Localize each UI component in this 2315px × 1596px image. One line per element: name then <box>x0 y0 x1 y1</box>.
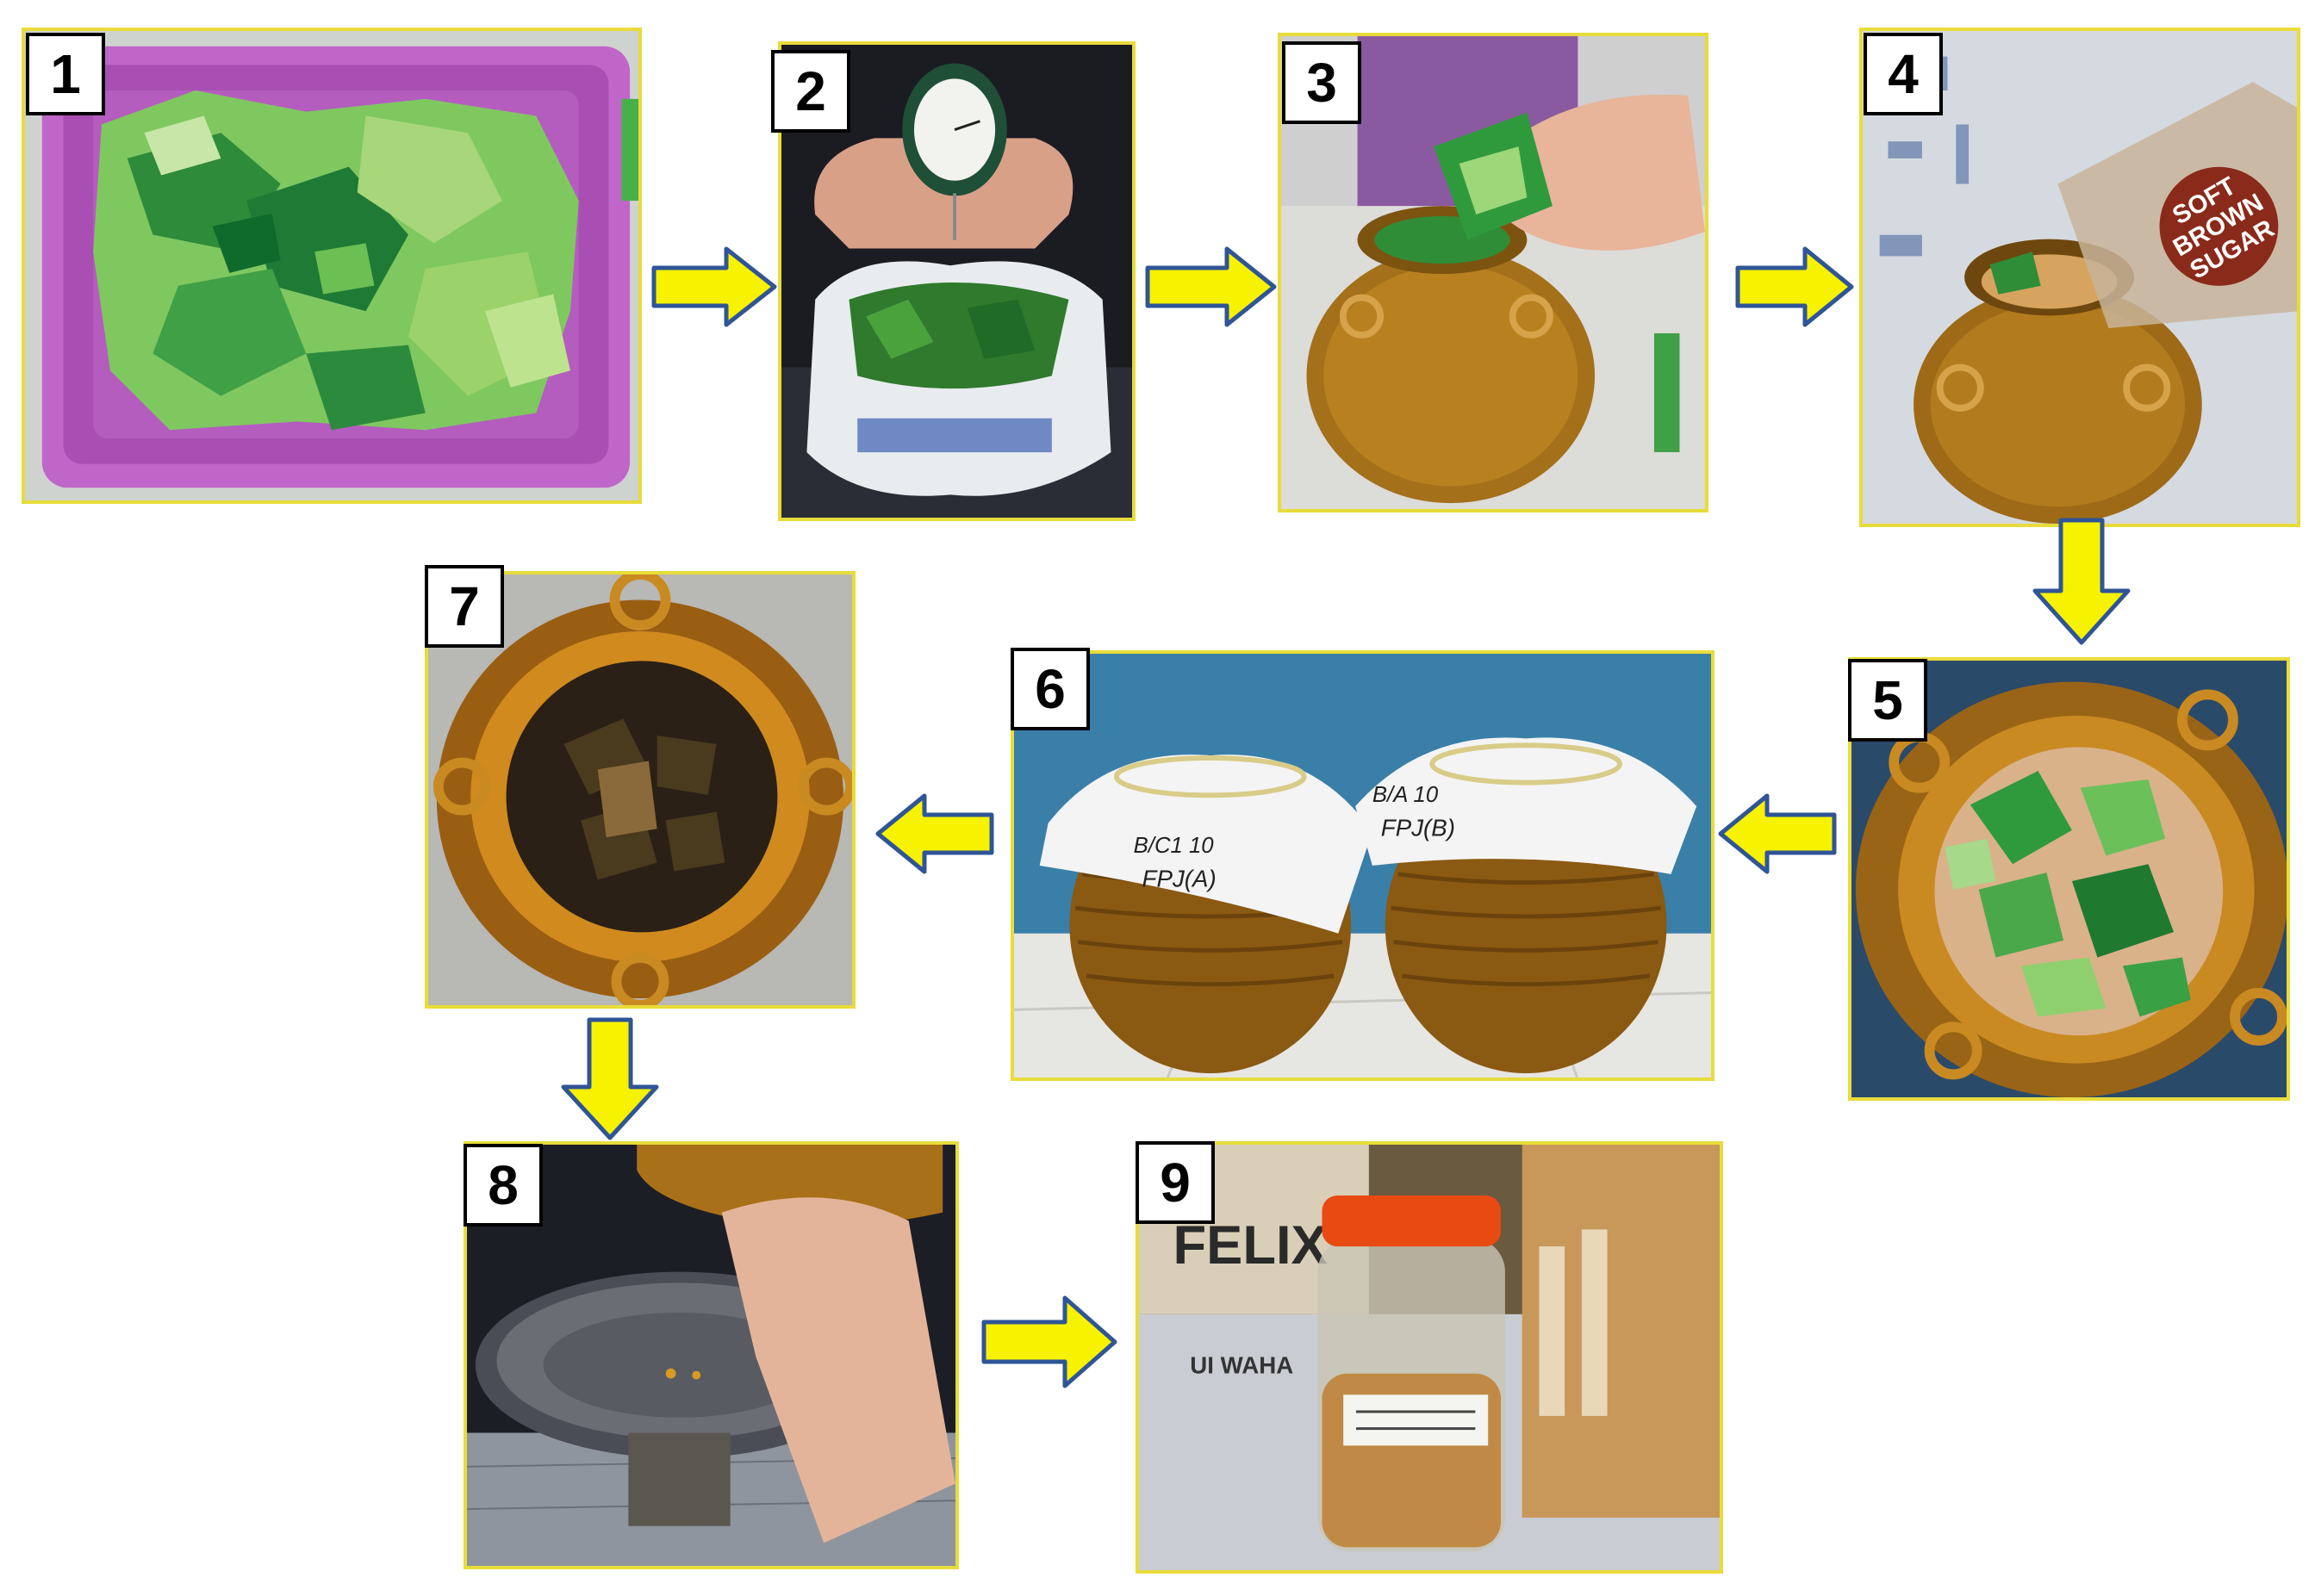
step-number-6: 6 <box>1011 648 1090 730</box>
arrow-right-icon <box>981 1295 1117 1388</box>
box-print-text: FELIX <box>1173 1215 1328 1276</box>
jar-tag-right-line1: B/A 10 <box>1372 783 1439 807</box>
step-number-5: 5 <box>1848 659 1927 742</box>
arrow-left-icon <box>1718 793 1837 874</box>
photo-step-1-chopped-leaves <box>22 28 642 504</box>
step-number-1: 1 <box>26 33 105 115</box>
arrow-down-icon <box>2032 518 2131 645</box>
photo-step-6-fermenting-jars: B/C1 10 FPJ(A) B/A 10 FPJ(B) <box>1011 650 1714 1081</box>
photo-step-9-final-product: FELIX UI WAHA <box>1136 1141 1723 1574</box>
arrow-right-icon <box>1735 246 1854 327</box>
photo-step-3-filling-jar <box>1278 33 1708 512</box>
step-number-7: 7 <box>425 565 504 648</box>
step-number-2: 2 <box>771 50 850 133</box>
arrow-left-icon <box>875 793 994 874</box>
photo-step-7-fermented-contents <box>425 571 856 1009</box>
photo-filling-jar <box>1281 36 1705 509</box>
arrow-right-icon <box>1145 246 1277 327</box>
newspaper-print-text: UI WAHA <box>1190 1352 1293 1379</box>
photo-step-8-straining <box>464 1141 959 1569</box>
step-number-3: 3 <box>1282 41 1361 124</box>
step-number-4: 4 <box>1864 33 1943 115</box>
jar-tag-left-line1: B/C1 10 <box>1134 834 1215 858</box>
step-number-8: 8 <box>464 1144 543 1226</box>
arrow-right-icon <box>651 246 777 327</box>
photo-fermented-contents <box>428 574 852 1005</box>
step-number-9: 9 <box>1136 1141 1215 1224</box>
photo-chopped-leaves <box>25 31 638 500</box>
photo-final-product: FELIX UI WAHA <box>1139 1145 1720 1570</box>
photo-straining <box>467 1145 955 1566</box>
photo-fermenting-jars: B/C1 10 FPJ(A) B/A 10 FPJ(B) <box>1014 654 1711 1077</box>
jar-tag-right-line2: FPJ(B) <box>1381 815 1455 841</box>
jar-tag-left-line2: FPJ(A) <box>1142 866 1217 892</box>
arrow-down-icon <box>561 1017 659 1140</box>
